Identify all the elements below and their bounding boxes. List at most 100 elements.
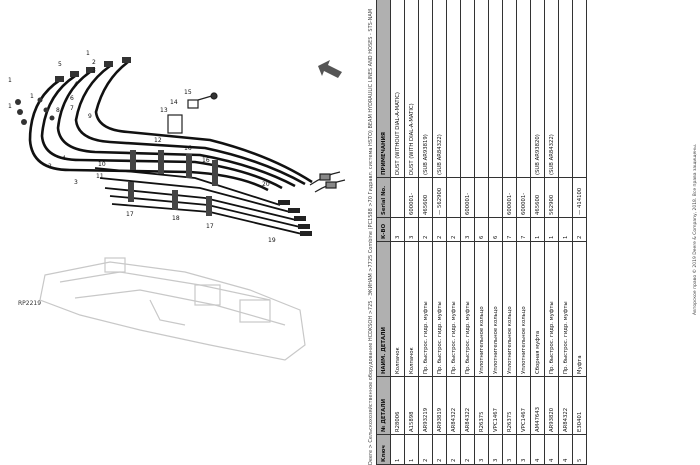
cell-name: Муфта [572,241,587,377]
cell-note [502,0,517,178]
cell-name: Колпачок [404,241,419,377]
svg-text:3: 3 [92,67,96,74]
cell-qty: 2 [572,217,587,242]
svg-text:9: 9 [88,113,92,120]
cell-qty: 1 [530,217,545,242]
cell-note [488,0,503,178]
svg-text:5: 5 [58,61,62,68]
cell-key: 2 [418,434,433,465]
cell-name: Уплотнительное кольцо [474,241,489,377]
cell-qty: 6 [474,217,489,242]
svg-text:1: 1 [8,103,12,110]
hose-bundle [28,60,313,192]
svg-text:17: 17 [126,211,134,218]
parts-table: Ключ № ДЕТАЛИ НАИМ. ДЕТАЛИ К-ВО Serial N… [376,0,587,465]
cell-part[interactable]: AM47643 [530,376,545,435]
cell-part[interactable]: AR93819 [432,376,447,435]
parts-table-rotated: Deere > Сельскохозяйственное оборудовани… [367,0,700,465]
table-header-row: Ключ № ДЕТАЛИ НАИМ. ДЕТАЛИ К-ВО Serial N… [376,0,391,465]
svg-text:2: 2 [48,163,52,170]
cell-part[interactable]: R26375 [474,376,489,435]
cell-qty: 3 [460,217,475,242]
svg-text:4: 4 [74,81,78,88]
cell-part[interactable]: AR84322 [558,376,573,435]
cell-key: 3 [516,434,531,465]
svg-text:19: 19 [268,237,276,244]
cell-name: Пр. быстрос. гидр. муфты [460,241,475,377]
cell-serial: 562900 [544,177,559,218]
svg-text:13: 13 [160,107,168,114]
cell-serial [558,177,573,218]
svg-text:3: 3 [74,179,78,186]
cell-key: 3 [502,434,517,465]
svg-text:16: 16 [202,157,210,164]
cell-key: 2 [446,434,461,465]
cell-key: 4 [530,434,545,465]
valve-bracket [167,92,218,134]
cell-serial [488,177,503,218]
cell-note [446,0,461,178]
cell-qty: 7 [502,217,517,242]
cell-part[interactable]: AR93820 [544,376,559,435]
cell-qty: 7 [516,217,531,242]
cell-note: DUST (WITHOUT DIAL-A-MATIC) [390,0,405,178]
cell-key: 4 [558,434,573,465]
svg-text:11: 11 [96,173,104,180]
col-name: НАИМ. ДЕТАЛИ [376,241,391,377]
cell-serial: — 562900 [432,177,447,218]
svg-text:12: 12 [154,137,162,144]
cell-name: Пр. быстрос. гидр. муфты [432,241,447,377]
cell-serial: 600001- [404,177,419,218]
cell-serial: 600001- [516,177,531,218]
pipe-bundle [94,167,303,235]
callout-labels: 1 1 5 1 2 3 4 6 7 9 8 1 2 3 4 10 11 12 1… [8,50,276,244]
cell-part[interactable]: E30401 [572,376,587,435]
cell-note [516,0,531,178]
cell-serial: 600001- [460,177,475,218]
cell-part[interactable]: A15898 [404,376,419,435]
svg-text:15: 15 [184,89,192,96]
svg-text:8: 8 [56,107,60,114]
cell-note [474,0,489,178]
cell-serial [474,177,489,218]
direction-arrow-icon [318,60,342,78]
svg-text:20: 20 [262,181,270,188]
cell-name: Пр. быстрос. гидр. муфты [446,241,461,377]
col-part: № ДЕТАЛИ [376,376,391,435]
col-key: Ключ [376,434,391,465]
cell-serial: 465600 [418,177,433,218]
cell-name: Уплотнительное кольцо [488,241,503,377]
cell-serial [390,177,405,218]
svg-text:7: 7 [70,105,74,112]
cell-part[interactable]: R26375 [502,376,517,435]
fittings-cluster [15,57,131,125]
cell-qty: 2 [446,217,461,242]
cell-part[interactable]: VPC1467 [516,376,531,435]
cell-qty: 6 [488,217,503,242]
quick-couplers [309,171,346,193]
cell-key: 1 [404,434,419,465]
cell-part[interactable]: AR84322 [460,376,475,435]
cell-part[interactable]: AR93219 [418,376,433,435]
cell-part[interactable]: AR84322 [446,376,461,435]
cell-note: (SUB AR84322) [432,0,447,178]
cell-qty: 2 [418,217,433,242]
svg-text:6: 6 [70,95,74,102]
svg-text:16: 16 [184,145,192,152]
svg-text:2: 2 [92,59,96,66]
cell-part[interactable]: R28006 [390,376,405,435]
cell-part[interactable]: VPC1467 [488,376,503,435]
cell-note [572,0,587,178]
svg-text:1: 1 [86,50,90,57]
cell-serial: — 414100 [572,177,587,218]
cell-qty: 3 [390,217,405,242]
cell-note [558,0,573,178]
cell-name: Пр. быстрос. гидр. муфты [544,241,559,377]
